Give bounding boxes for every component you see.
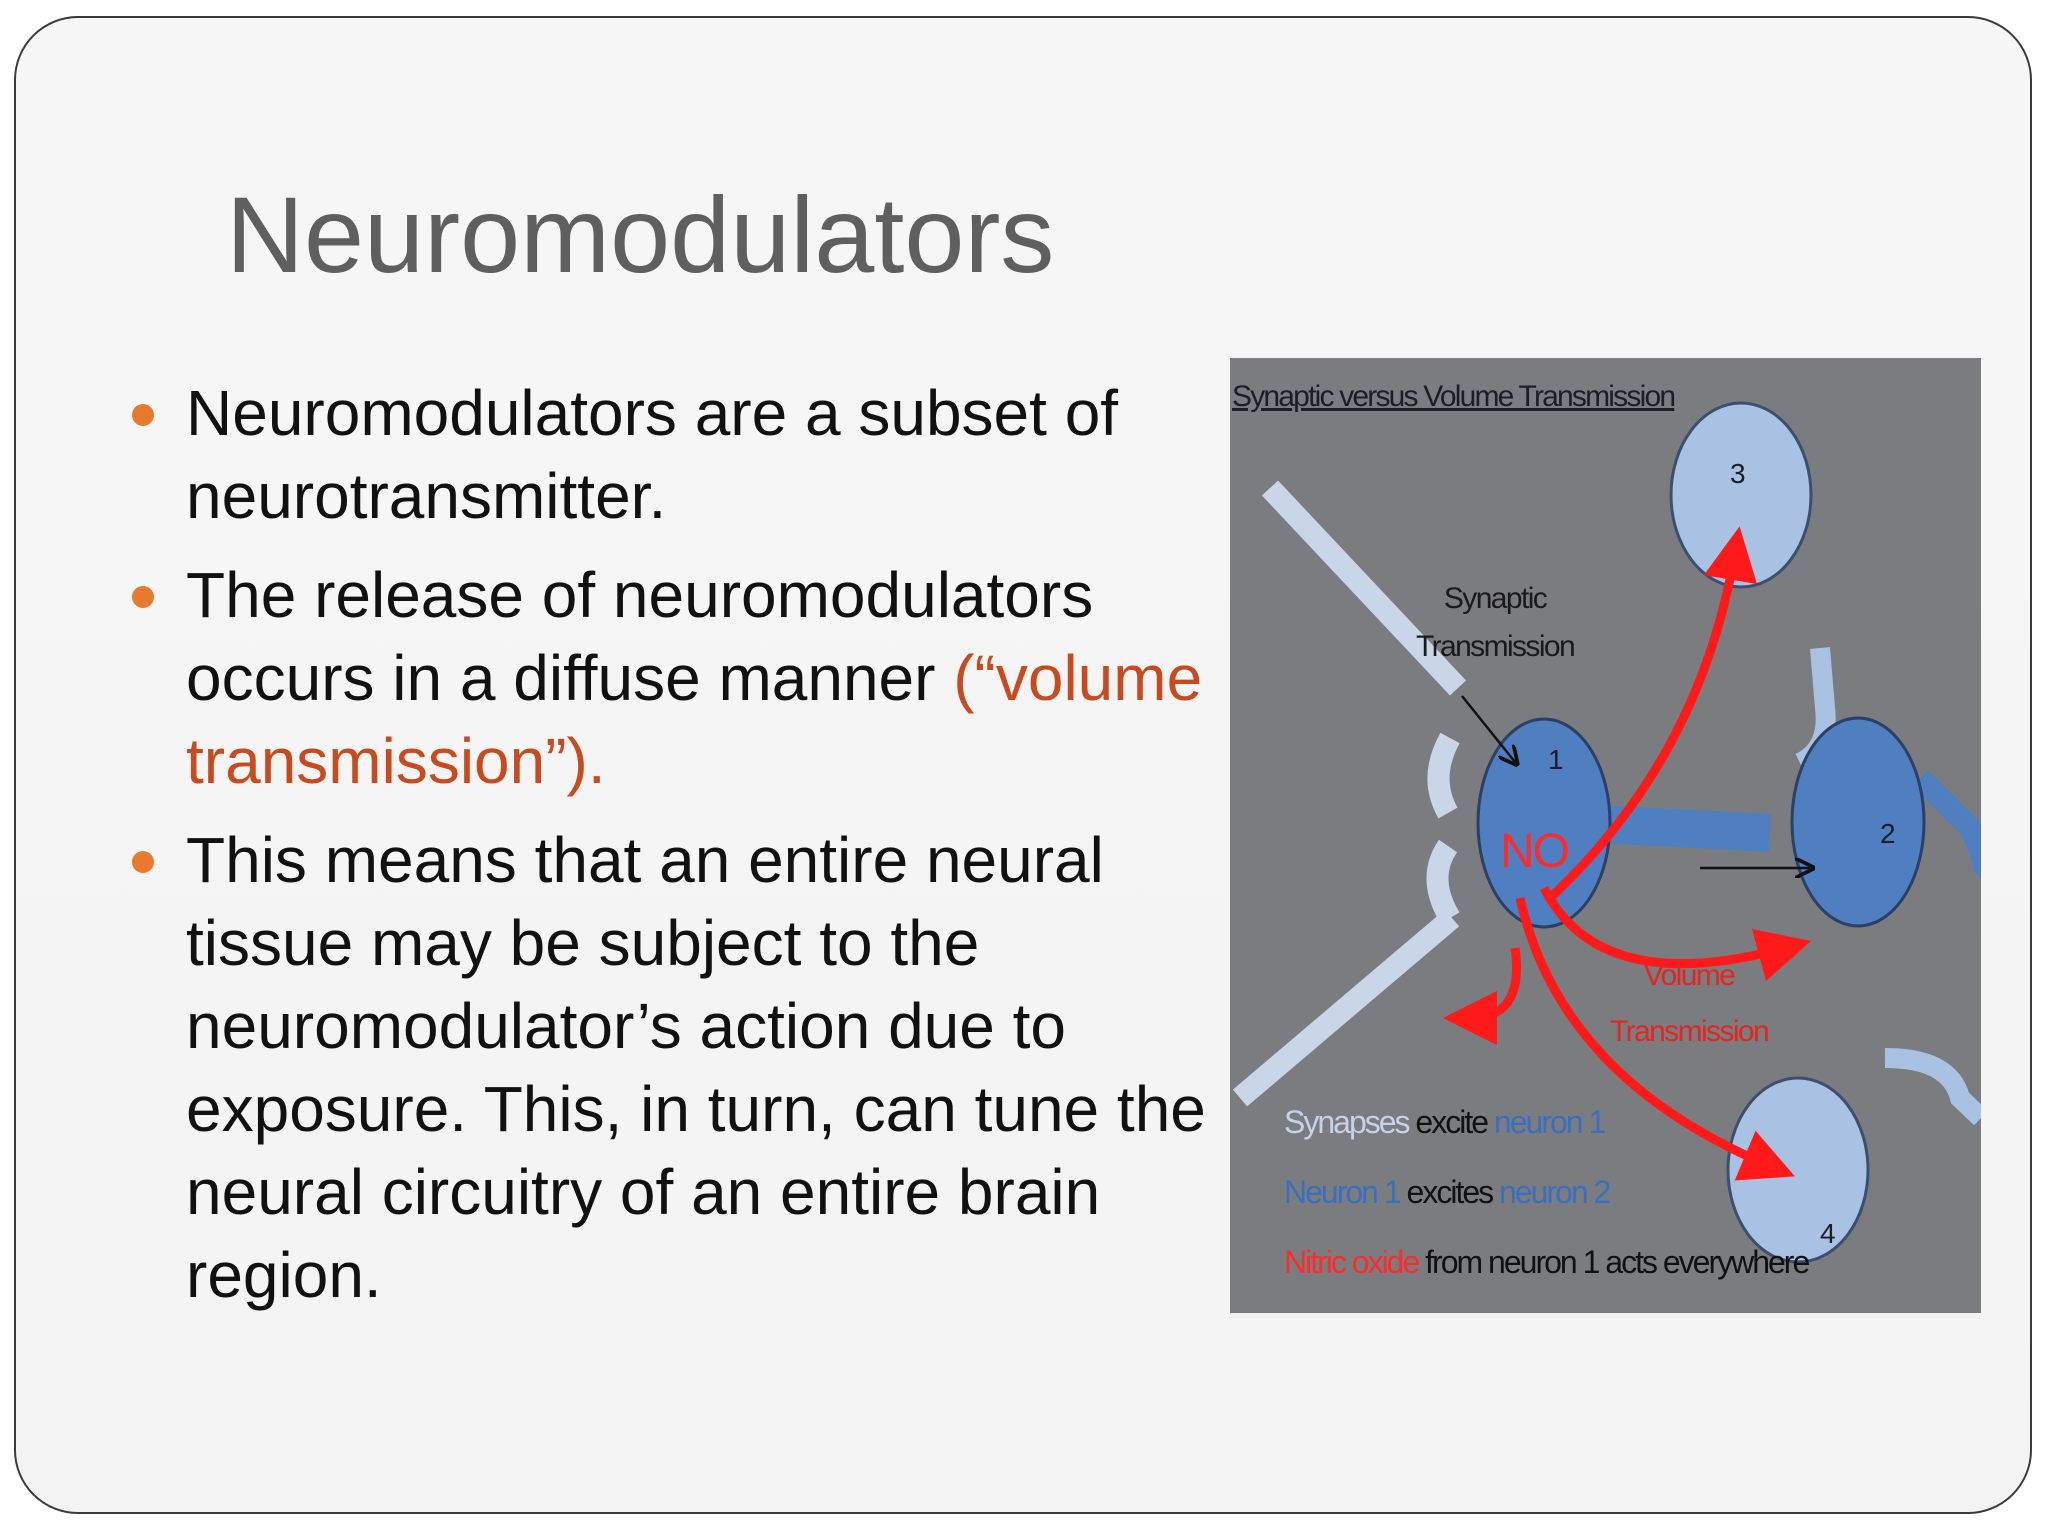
bullet-item: Neuromodulators are a subset of neurotra… bbox=[126, 372, 1206, 538]
legend-1-b: excite bbox=[1408, 1104, 1494, 1140]
bullet-list: Neuromodulators are a subset of neurotra… bbox=[126, 372, 1206, 1333]
neuron-3 bbox=[1669, 401, 1813, 589]
bullet-item: The release of neuromodulators occurs in… bbox=[126, 554, 1206, 803]
legend-line-2: Neuron 1 excites neuron 2 bbox=[1284, 1174, 1611, 1211]
slide-title: Neuromodulators bbox=[226, 174, 1055, 295]
transmission-figure: Synaptic versus Volume Transmission Syna… bbox=[1230, 358, 1981, 1313]
no-arrow-to-2 bbox=[1539, 885, 1812, 982]
no-label: NO bbox=[1500, 825, 1570, 878]
no-arrow-left bbox=[1443, 947, 1521, 1045]
bullet-dot-icon bbox=[132, 404, 154, 426]
legend-3-a: Nitric oxide bbox=[1284, 1244, 1420, 1280]
legend-3-b: from neuron 1 acts everywhere bbox=[1418, 1244, 1810, 1280]
bullet-highlight-text: (“volume transmission”). bbox=[186, 642, 1203, 797]
legend-1-a: Synapses bbox=[1284, 1104, 1411, 1140]
legend-line-1: Synapses excite neuron 1 bbox=[1284, 1104, 1606, 1141]
volume-label: Volume Transmission bbox=[1610, 948, 1770, 1060]
dendrite-4 bbox=[1884, 1048, 1981, 1126]
bullet-item: This means that an entire neural tissue … bbox=[126, 819, 1206, 1317]
synaptic-label: Synaptic Transmission bbox=[1416, 582, 1576, 664]
bullet-dot-icon bbox=[132, 851, 154, 873]
neuron-1-number: 1 bbox=[1548, 744, 1564, 775]
bullet-text: This means that an entire neural tissue … bbox=[186, 824, 1206, 1311]
bullet-text: Neuromodulators are a subset of neurotra… bbox=[186, 377, 1119, 532]
volume-label-line2: Transmission bbox=[1610, 1015, 1770, 1048]
no-arrow-to-3 bbox=[1546, 526, 1758, 902]
neuron-2-number: 2 bbox=[1880, 818, 1896, 849]
legend-2-a: Neuron 1 bbox=[1284, 1174, 1402, 1210]
axon-lower bbox=[1232, 909, 1460, 1107]
no-arrow-to-4 bbox=[1515, 897, 1795, 1181]
neuron-3-number: 3 bbox=[1730, 458, 1746, 489]
terminal-upper bbox=[1427, 732, 1460, 819]
legend-1-c: neuron 1 bbox=[1493, 1104, 1606, 1140]
neuron-diagram bbox=[1232, 401, 1981, 1264]
legend-line-3: Nitric oxide from neuron 1 acts everywhe… bbox=[1284, 1244, 1810, 1281]
neuron-4-number: 4 bbox=[1820, 1218, 1836, 1249]
dendrite-2 bbox=[1912, 770, 1981, 878]
axon-upper bbox=[1261, 480, 1467, 696]
terminal-lower bbox=[1426, 839, 1460, 924]
synaptic-label-line1: Synaptic bbox=[1443, 582, 1548, 615]
legend-2-c: neuron 2 bbox=[1499, 1174, 1611, 1210]
volume-label-line1: Volume bbox=[1643, 959, 1736, 992]
synaptic-arrow bbox=[1461, 695, 1515, 762]
synaptic-label-line2: Transmission bbox=[1416, 630, 1576, 663]
figure-title: Synaptic versus Volume Transmission bbox=[1232, 380, 1676, 413]
neuron-4 bbox=[1726, 1076, 1870, 1264]
bullet-text: The release of neuromodulators occurs in… bbox=[186, 559, 1094, 714]
bullet-dot-icon bbox=[132, 586, 154, 608]
legend-2-b: excites bbox=[1399, 1174, 1500, 1210]
neuron-2 bbox=[1790, 716, 1926, 928]
